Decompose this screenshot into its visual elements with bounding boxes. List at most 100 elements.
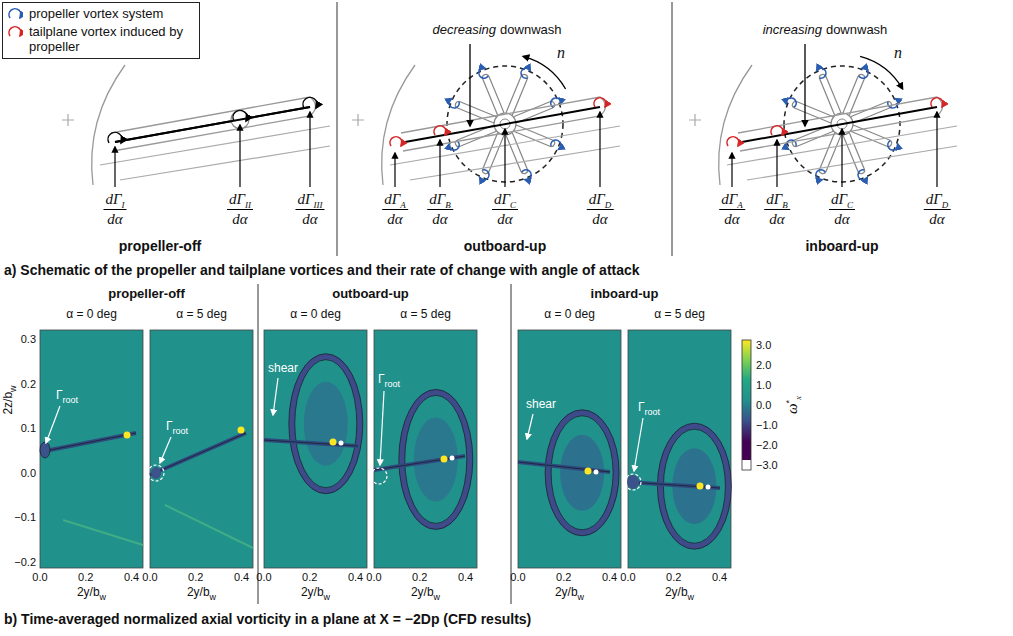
tick-label: 0.2 <box>666 571 681 583</box>
fraction-text: dΓ <box>494 191 510 207</box>
fraction-arrow <box>115 112 937 187</box>
annotation-label: Γroot <box>378 372 400 386</box>
panel-separator <box>337 2 338 256</box>
vorticity-plot <box>585 468 592 475</box>
panel-title: propeller-off <box>119 238 201 254</box>
vortex-symbol <box>727 137 739 146</box>
annotation-text: increasing <box>763 22 822 37</box>
axis-text: 2z/b <box>1 392 15 415</box>
tick-label: 0.0 <box>21 467 36 479</box>
fraction-numerator: dΓA <box>382 190 408 210</box>
vorticity-plot <box>264 440 358 446</box>
fraction-arrow <box>776 140 777 187</box>
fraction-subscript: A <box>400 200 406 210</box>
fraction-text: dΓ <box>766 191 782 207</box>
fraction-text: dα <box>232 211 247 227</box>
fraction-subscript: B <box>445 200 451 210</box>
fraction-arrow <box>504 129 505 187</box>
vortex-symbol <box>390 137 402 146</box>
fraction-text: dα <box>724 211 739 227</box>
vorticity-plot <box>706 485 711 490</box>
plot-title: α = 0 deg <box>66 307 117 321</box>
fraction-arrow <box>239 125 240 187</box>
legend-row: propeller vortex system <box>7 6 193 21</box>
fraction-subscript: A <box>737 200 743 210</box>
fraction-denominator: dα <box>103 210 126 228</box>
fraction: dΓDdα <box>587 190 614 227</box>
vorticity-plot <box>304 382 348 466</box>
fraction-subscript: B <box>782 200 788 210</box>
fraction-denominator: dα <box>924 210 951 228</box>
tick-label: 0.2 <box>78 571 93 583</box>
tick-label: 0.0 <box>756 399 771 411</box>
tick-label: 0.4 <box>234 571 249 583</box>
vorticity-plot <box>594 470 599 475</box>
legend-row: tailplane vortex induced by propeller <box>7 24 193 54</box>
fraction-arrow <box>841 129 842 187</box>
legend-icon <box>7 7 23 21</box>
fraction-text: dΓ <box>384 191 400 207</box>
vortex-symbol <box>108 97 943 146</box>
axis-label: 2y/bw <box>187 585 216 599</box>
fraction-numerator: dΓB <box>764 190 790 210</box>
vorticity-plot <box>518 330 621 568</box>
annotation-label: shear <box>526 397 556 411</box>
fraction-numerator: dΓD <box>924 190 951 210</box>
legend-icon <box>7 25 23 39</box>
vorticity-plot <box>628 330 731 568</box>
tick-label: 0.2 <box>21 378 36 390</box>
tick-label: 0.0 <box>142 571 157 583</box>
annotation-text: downwash <box>826 22 887 37</box>
panel-title: propeller-off <box>108 286 185 301</box>
vortex-symbol <box>303 97 317 108</box>
tick-label: −2.0 <box>756 439 778 451</box>
annotation-label: increasing downwash <box>763 22 888 37</box>
tick-label: 1.0 <box>756 379 771 391</box>
axis-text: 2y/b <box>411 585 434 599</box>
rotation-symbol: n <box>894 44 902 62</box>
annotation-subscript: root <box>63 395 79 405</box>
axis-label: 2y/bw <box>77 585 106 599</box>
vorticity-plot <box>374 330 477 568</box>
vorticity-plot <box>40 442 50 458</box>
vorticity-plot <box>634 418 643 471</box>
axis-text: 2y/b <box>555 585 578 599</box>
fraction-subscript: D <box>942 200 949 210</box>
vorticity-plot <box>150 433 246 475</box>
axis-subscript: w <box>324 592 331 602</box>
axis-subscript: w <box>578 592 585 602</box>
tick-label: 0.2 <box>188 571 203 583</box>
axis-text: 2y/b <box>187 585 210 599</box>
fraction-numerator: dΓD <box>587 190 614 210</box>
fraction-arrow <box>599 112 600 187</box>
tick-label: 0.2 <box>556 571 571 583</box>
vorticity-plot <box>374 456 465 470</box>
annotation-text: Γ <box>638 400 645 414</box>
annotation-text: Γ <box>166 419 173 433</box>
vorticity-plot <box>450 456 455 461</box>
vorticity-plot <box>40 433 136 452</box>
panel-title: inboard-up <box>591 286 659 301</box>
axis-subscript: w <box>100 592 107 602</box>
fraction: dΓIdα <box>103 190 126 227</box>
fraction-text: dα <box>592 211 607 227</box>
colorbar <box>742 460 751 470</box>
fraction-text: dα <box>834 211 849 227</box>
fraction-numerator: dΓC <box>829 190 855 210</box>
annotation-subscript: root <box>645 407 661 417</box>
fraction: dΓCdα <box>829 190 855 227</box>
fraction-text: dΓ <box>721 191 737 207</box>
vortex-symbol <box>771 126 783 135</box>
panel-title: outboard-up <box>464 238 546 254</box>
colorbar <box>742 340 751 470</box>
axis-subscript: w <box>210 592 217 602</box>
vorticity-plot <box>150 330 253 568</box>
downwash-arrow <box>470 44 805 126</box>
plot-title: α = 5 deg <box>400 307 451 321</box>
fraction: dΓIIdα <box>227 190 253 227</box>
wing-drawing <box>62 65 330 185</box>
downwash-arrow <box>469 44 470 126</box>
rotation-arrow <box>860 56 903 89</box>
vortex-symbol <box>594 98 606 107</box>
